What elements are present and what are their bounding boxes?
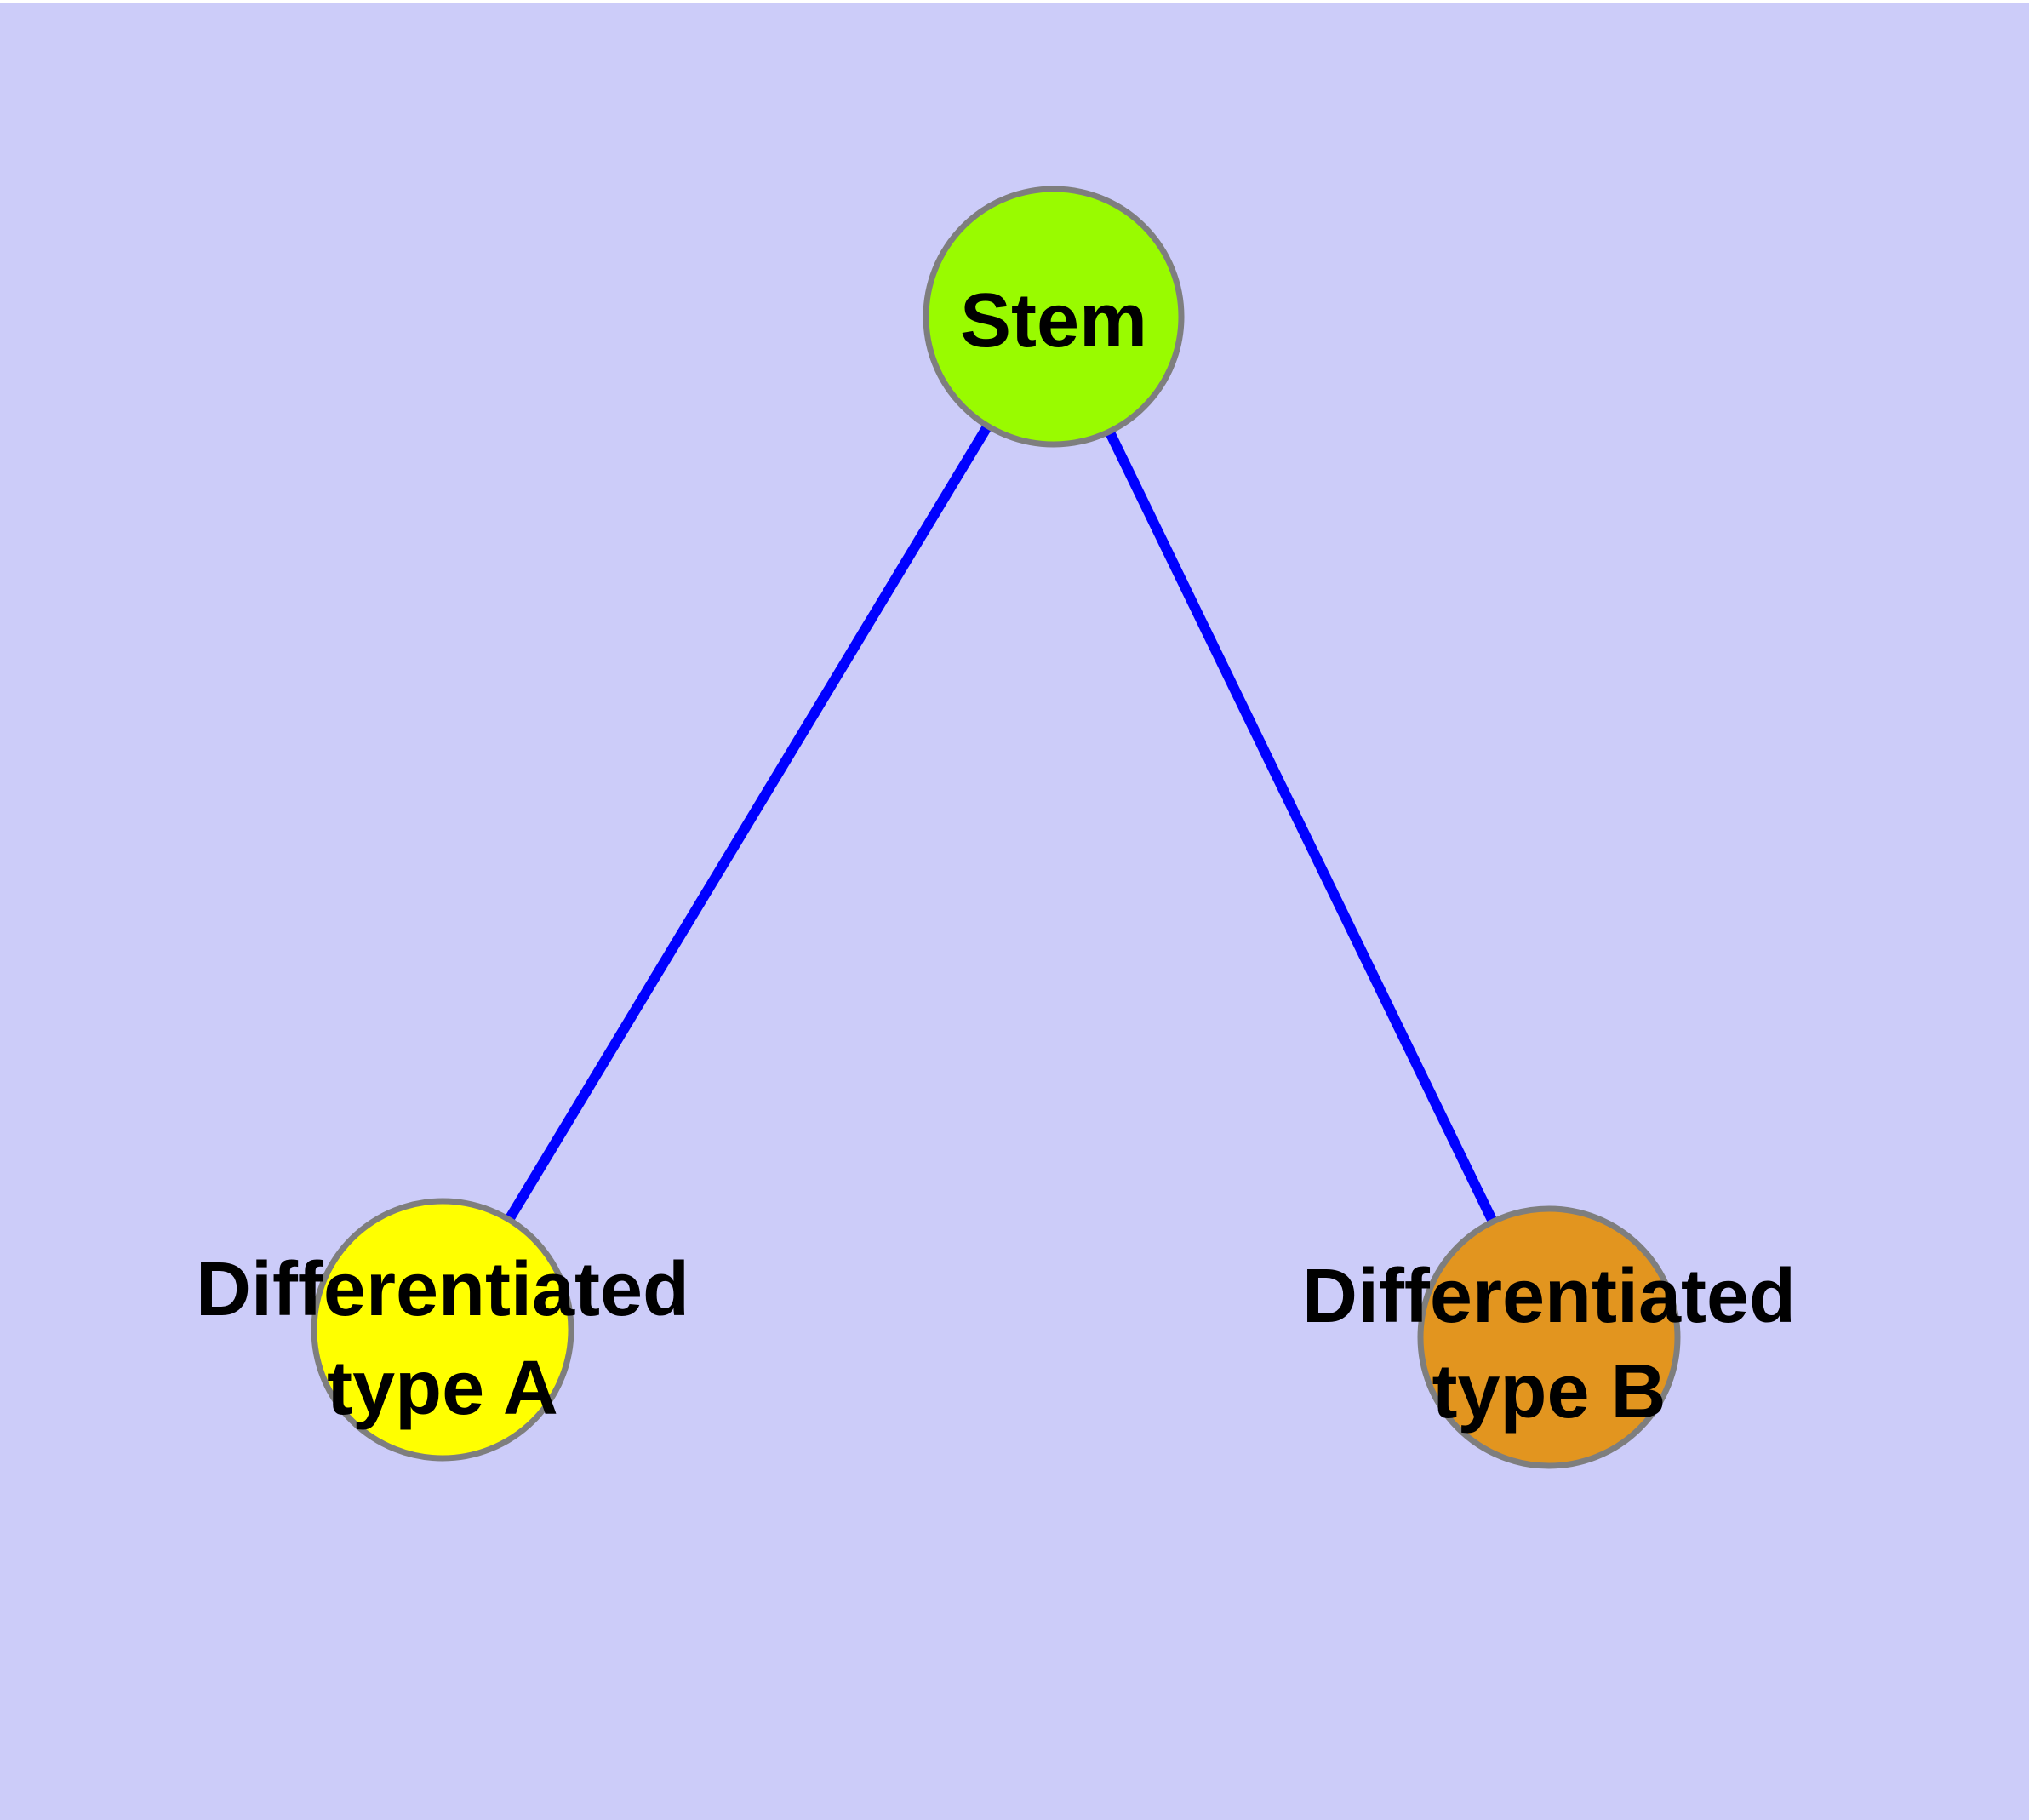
edge-stem-to-type-a <box>437 313 1059 1333</box>
edge-stem-to-type-b <box>1049 314 1554 1340</box>
node-stem <box>923 186 1185 448</box>
node-layer <box>311 186 1681 1469</box>
label-layer: Stem Differentiated type A Differentiate… <box>196 278 1796 1434</box>
node-type-b-label-line2: type B <box>1432 1349 1666 1434</box>
node-differentiated-type-a <box>311 1198 574 1462</box>
node-type-a-label-line1: Differentiated <box>196 1247 689 1332</box>
node-type-a-label-line2: type A <box>327 1346 558 1431</box>
node-stem-label: Stem <box>960 278 1147 363</box>
node-differentiated-type-b <box>1417 1205 1681 1469</box>
node-type-b-label-line1: Differentiated <box>1302 1254 1796 1339</box>
edge-layer <box>437 313 1554 1340</box>
